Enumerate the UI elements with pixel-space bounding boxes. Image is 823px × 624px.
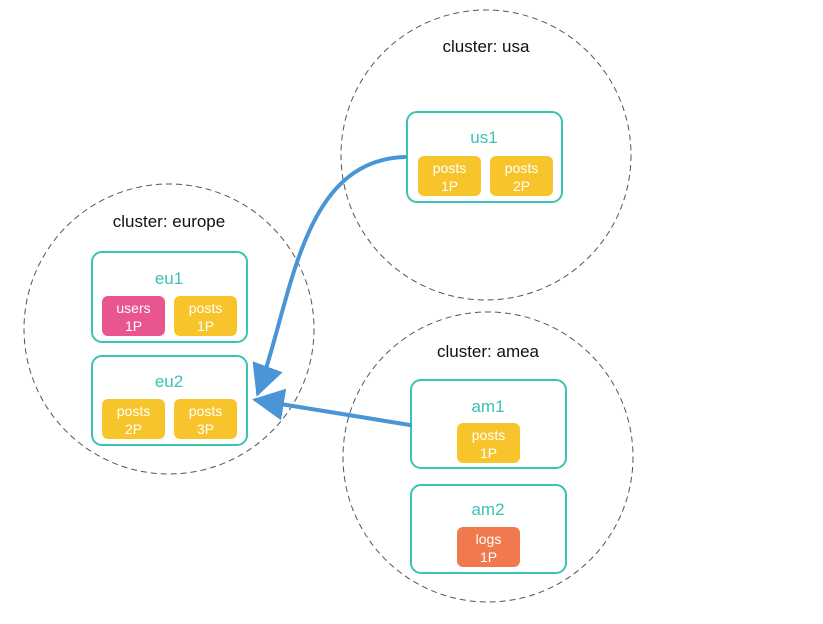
shard-partition: 1P [125,318,142,334]
shard-eu2-posts-2p[interactable]: posts 2P [102,399,165,439]
node-eu2[interactable]: eu2 posts 2P posts 3P [91,355,248,446]
shard-eu2-posts-2p-box [102,399,165,439]
shard-name: posts [189,300,222,316]
shard-eu1-posts-1p[interactable]: posts 1P [174,296,237,336]
cluster-usa: cluster: usa [340,9,632,301]
shard-partition: 3P [197,421,214,437]
shard-eu1-users-1p-box [102,296,165,336]
shard-am1-posts-1p[interactable]: posts 1P [457,423,520,463]
shard-us1-posts-1p-box [418,156,481,196]
node-am2-label: am2 [471,500,504,519]
shard-am2-logs-1p-box [457,527,520,567]
cluster-amea-ring [342,311,634,603]
shard-eu1-users-1p[interactable]: users 1P [102,296,165,336]
shard-eu1-posts-1p-box [174,296,237,336]
shard-name: posts [433,160,466,176]
link-us1-to-eu2-arrow [252,155,407,397]
shard-name: posts [117,403,150,419]
cluster-europe: cluster: europe [23,183,315,475]
node-am2[interactable]: am2 logs 1P [410,484,567,574]
shard-eu2-posts-3p-box [174,399,237,439]
shard-am1-posts-1p-box [457,423,520,463]
node-am1-label: am1 [471,397,504,416]
shard-partition: 1P [480,549,497,565]
shard-partition: 2P [513,178,530,194]
link-am1-to-eu2-arrow [252,388,412,427]
node-eu2-label: eu2 [155,372,183,391]
cluster-europe-label: cluster: europe [113,212,225,231]
shard-eu2-posts-3p[interactable]: posts 3P [174,399,237,439]
node-eu1-label: eu1 [155,269,183,288]
shard-name: logs [476,531,502,547]
shard-partition: 2P [125,421,142,437]
cluster-usa-label: cluster: usa [443,37,530,56]
cluster-amea: cluster: amea [342,311,634,603]
node-am1[interactable]: am1 posts 1P [410,379,567,469]
shard-partition: 1P [480,445,497,461]
shard-us1-posts-1p[interactable]: posts 1P [418,156,481,196]
shard-name: posts [472,427,505,443]
shard-us1-posts-2p[interactable]: posts 2P [490,156,553,196]
node-us1[interactable]: us1 posts 1P posts 2P [406,111,563,203]
shard-partition: 1P [197,318,214,334]
cluster-europe-ring [23,183,315,475]
cluster-usa-ring [340,9,632,301]
node-us1-label: us1 [470,128,497,147]
shard-name: posts [505,160,538,176]
shard-name: users [116,300,150,316]
shard-us1-posts-2p-box [490,156,553,196]
shard-partition: 1P [441,178,458,194]
node-eu1[interactable]: eu1 users 1P posts 1P [91,251,248,343]
shard-am2-logs-1p[interactable]: logs 1P [457,527,520,567]
shard-name: posts [189,403,222,419]
cluster-amea-label: cluster: amea [437,342,540,361]
